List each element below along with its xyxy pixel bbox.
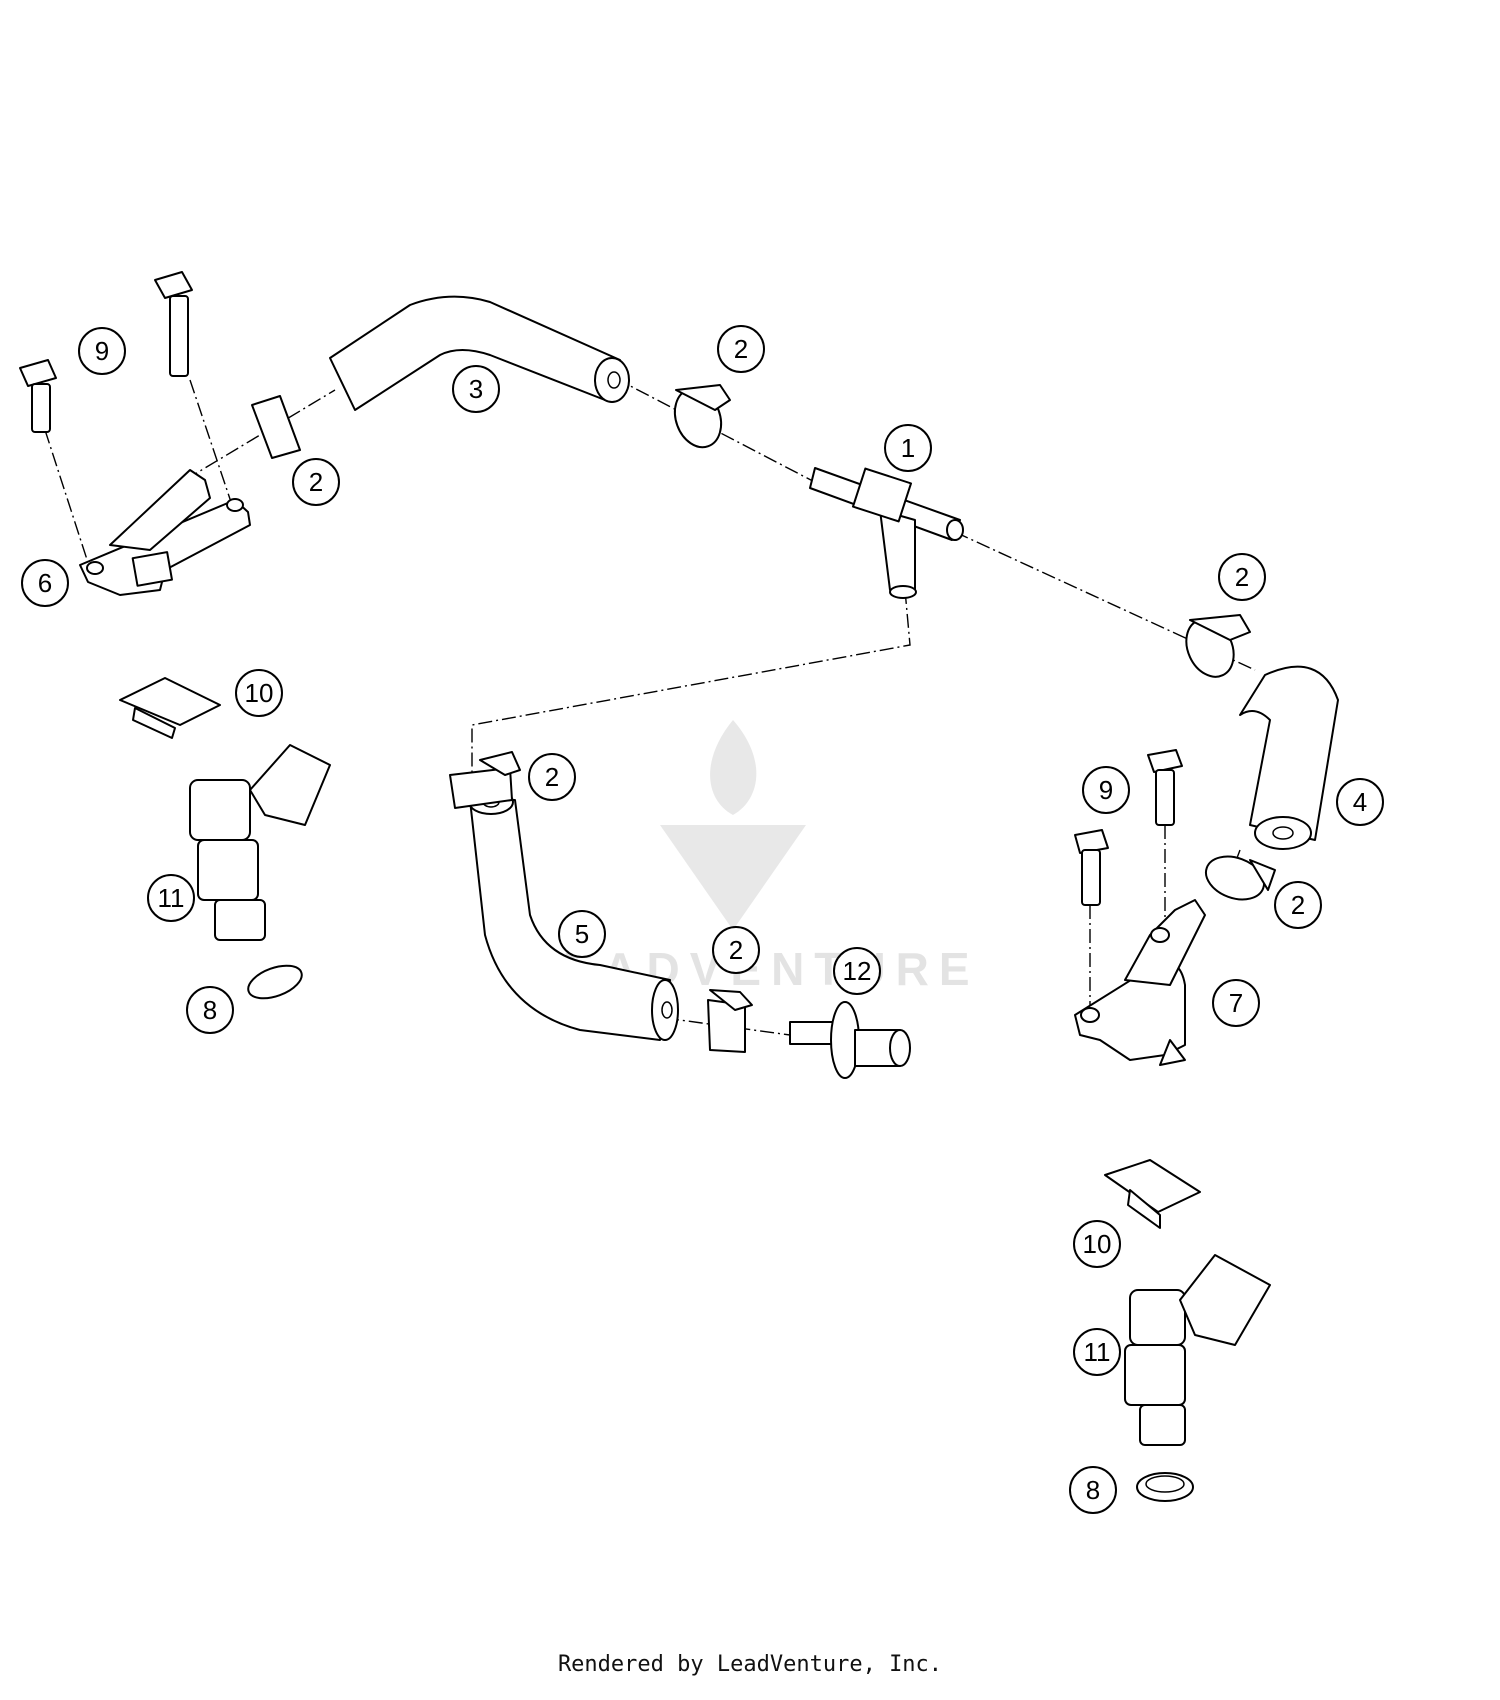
callout-label: 2 xyxy=(734,334,748,364)
clamp-near-hose-5-top xyxy=(449,751,521,809)
leader-bolt9-left xyxy=(44,429,93,576)
callout-2-right: 2 xyxy=(1218,553,1266,601)
callout-label: 12 xyxy=(843,956,872,986)
callout-8-left: 8 xyxy=(186,986,234,1034)
callout-label: 2 xyxy=(1235,562,1249,592)
leader-hose3-to-clamp xyxy=(184,389,336,481)
clamp-near-valve xyxy=(707,989,753,1053)
o-ring-right xyxy=(1136,1472,1194,1502)
sensor-part-6 xyxy=(79,469,251,596)
callout-2-lower-right: 2 xyxy=(1274,881,1322,929)
callout-1: 1 xyxy=(884,424,932,472)
watermark-flame-logo xyxy=(660,720,806,930)
callout-label: 8 xyxy=(203,995,217,1025)
clamp-near-sensor-7 xyxy=(1204,855,1276,901)
hose-part-4 xyxy=(1239,665,1339,850)
tee-connector-part-1 xyxy=(809,467,964,599)
hose-part-3 xyxy=(329,295,630,411)
callout-label: 11 xyxy=(1084,1337,1111,1367)
injector-right xyxy=(1124,1254,1271,1446)
leader-lines xyxy=(44,377,1256,1036)
callout-2-left: 2 xyxy=(292,458,340,506)
callout-label: 2 xyxy=(1291,890,1305,920)
bolt-right-a xyxy=(1147,749,1183,826)
clips-part-10 xyxy=(119,677,1201,1229)
callout-10-right: 10 xyxy=(1073,1220,1121,1268)
callout-11-left: 11 xyxy=(147,874,195,922)
callout-label: 8 xyxy=(1086,1475,1100,1505)
bolt-right-b xyxy=(1074,829,1109,906)
leader-hose3-to-tee xyxy=(614,377,831,491)
clip-left xyxy=(119,677,221,739)
callout-10-left: 10 xyxy=(235,669,283,717)
leader-hose5-valve xyxy=(664,1017,791,1036)
o-ring-left xyxy=(247,964,303,1000)
callout-label: 11 xyxy=(158,883,185,913)
bolt-left-b xyxy=(154,271,193,377)
leader-tee-to-hose5 xyxy=(471,589,911,775)
callout-9-left: 9 xyxy=(78,327,126,375)
callout-12: 12 xyxy=(833,947,881,995)
injectors-part-11 xyxy=(189,744,1271,1446)
callout-label: 7 xyxy=(1229,988,1243,1018)
callout-8-right: 8 xyxy=(1069,1466,1117,1514)
callout-label: 6 xyxy=(38,568,52,598)
callout-5: 5 xyxy=(558,910,606,958)
callout-7: 7 xyxy=(1212,979,1260,1027)
callout-6: 6 xyxy=(21,559,69,607)
bolt-left-a xyxy=(19,359,57,433)
clamp-near-sensor-6 xyxy=(251,395,301,459)
callout-4: 4 xyxy=(1336,778,1384,826)
render-credit: Rendered by LeadVenture, Inc. xyxy=(557,1652,943,1677)
callout-2-lower-centre: 2 xyxy=(712,926,760,974)
callout-label: 5 xyxy=(575,919,589,949)
callout-label: 10 xyxy=(1083,1229,1112,1259)
valve-part-12 xyxy=(789,1001,911,1079)
callout-11-right: 11 xyxy=(1073,1328,1121,1376)
leader-bolt9-top xyxy=(189,379,233,506)
callout-label: 4 xyxy=(1353,787,1367,817)
injector-left xyxy=(189,744,331,941)
callout-9-right: 9 xyxy=(1082,766,1130,814)
callout-label: 2 xyxy=(309,467,323,497)
callout-2-centre: 2 xyxy=(528,753,576,801)
callout-3: 3 xyxy=(452,365,500,413)
callout-2-upper-centre: 2 xyxy=(717,325,765,373)
clamp-near-hose-4 xyxy=(1185,614,1251,678)
clip-right xyxy=(1104,1159,1201,1229)
bolts-part-9 xyxy=(19,271,1183,906)
callout-label: 9 xyxy=(1099,775,1113,805)
clamp-near-hose-3 xyxy=(673,384,731,449)
o-ring-right-inner xyxy=(1145,1475,1185,1493)
callout-label: 2 xyxy=(545,762,559,792)
callout-label: 2 xyxy=(729,935,743,965)
callout-label: 10 xyxy=(245,678,274,708)
o-rings-part-8 xyxy=(247,964,1194,1502)
callout-label: 9 xyxy=(95,336,109,366)
callout-label: 1 xyxy=(901,433,915,463)
hose-clamps-part-2 xyxy=(251,384,1276,1053)
sensor-part-7 xyxy=(1074,899,1206,1066)
callout-label: 3 xyxy=(469,374,483,404)
